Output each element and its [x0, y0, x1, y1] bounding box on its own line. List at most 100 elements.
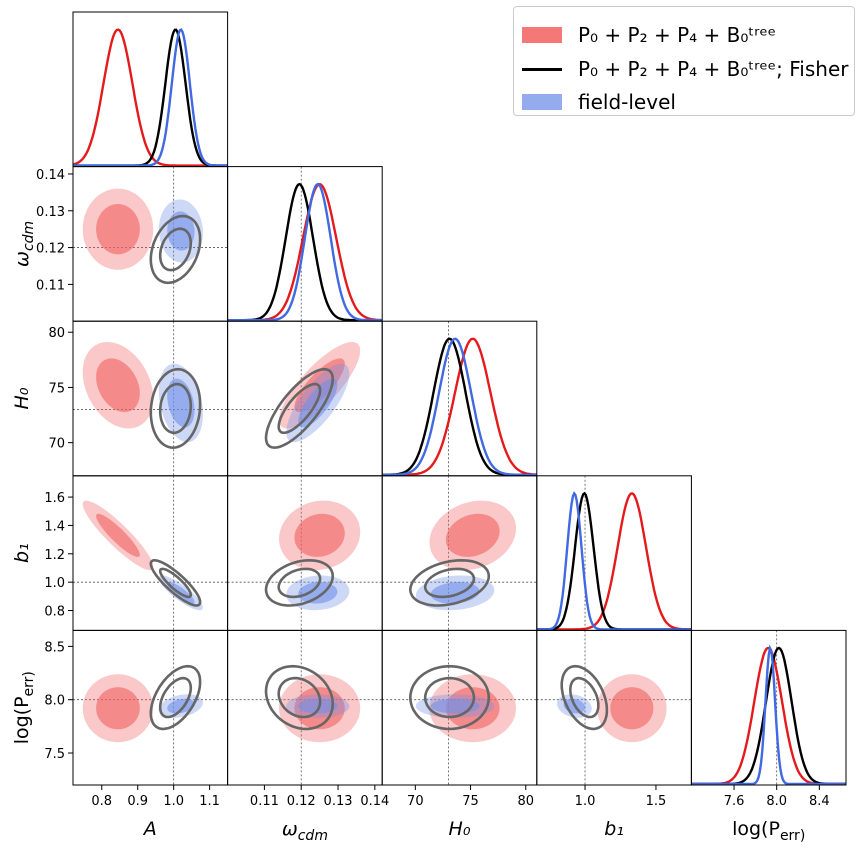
- fisher-contour-68: [158, 567, 193, 599]
- x-tick-label: 1.1: [199, 794, 220, 809]
- y-axis-label: log(Perr): [11, 671, 37, 744]
- blue-marginal: [536, 491, 692, 631]
- panel-frame: [72, 475, 229, 631]
- x-axis-label: b₁: [604, 818, 624, 840]
- red-contour-68: [96, 204, 140, 255]
- x-axis-label: ωcdm: [282, 818, 328, 844]
- red-contour-68: [96, 513, 140, 557]
- panel-3-2: [382, 475, 537, 631]
- y-tick-label: 80: [48, 326, 65, 341]
- y-tick-label: 1.6: [44, 491, 65, 506]
- black-marginal: [382, 337, 537, 476]
- fisher-contour-68: [568, 676, 600, 719]
- blue-marginal: [382, 337, 537, 476]
- panel-diag-1: [227, 166, 383, 322]
- fisher-contour-95: [264, 558, 335, 607]
- panel-4-2: [382, 630, 537, 785]
- panel-diag-2: [382, 321, 537, 476]
- fisher-contour-95: [408, 664, 491, 731]
- y-axis-label: b₁: [11, 543, 33, 563]
- fisher-contour-68: [277, 382, 322, 435]
- y-axis-label: H₀: [11, 387, 33, 409]
- x-tick-label: 0.8: [91, 794, 112, 809]
- fisher-contour-95: [264, 367, 335, 449]
- red-marginal: [536, 492, 692, 631]
- y-tick-label: 0.12: [36, 242, 65, 257]
- x-tick-label: 0.13: [324, 794, 353, 809]
- y-tick-label: 1.0: [44, 576, 65, 591]
- fisher-contour-95: [264, 664, 335, 731]
- panel-diag-0: [73, 28, 228, 167]
- fisher-contour-95: [560, 664, 609, 731]
- fisher-contour-68: [158, 382, 193, 435]
- fisher-contour-68: [158, 227, 193, 272]
- panel-4-1: [227, 630, 383, 785]
- x-tick-label: 8.0: [766, 794, 787, 809]
- x-tick-label: 7.6: [724, 794, 745, 809]
- red-contour-68: [610, 687, 654, 730]
- panel-frame: [690, 629, 847, 786]
- fisher-contour-68: [158, 676, 193, 719]
- legend-swatch-red: [522, 27, 562, 43]
- red-marginal: [382, 337, 537, 476]
- fisher-contour-95: [408, 558, 491, 607]
- x-axis-label: H₀: [449, 818, 471, 840]
- y-tick-label: 1.2: [44, 548, 65, 563]
- legend-item-red: P₀ + P₂ + P₄ + B₀ᵗʳᵉᵉ: [522, 20, 776, 50]
- legend-line-black: [522, 67, 562, 71]
- panel-4-3: [536, 630, 692, 785]
- y-tick-label: 1.4: [44, 519, 65, 534]
- x-tick-label: 0.14: [360, 794, 389, 809]
- panel-diag-3: [536, 475, 692, 631]
- x-tick-label: 75: [462, 794, 479, 809]
- legend: P₀ + P₂ + P₄ + B₀ᵗʳᵉᵉ P₀ + P₂ + P₄ + B₀ᵗ…: [513, 6, 855, 116]
- black-marginal: [73, 28, 228, 167]
- black-marginal: [227, 182, 383, 322]
- blue-marginal: [73, 28, 228, 167]
- panel-frame: [72, 11, 229, 168]
- legend-item-blue: field-level: [522, 87, 676, 117]
- red-marginal: [73, 28, 228, 167]
- x-axis-label: log(Perr): [732, 818, 805, 844]
- fisher-contour-95: [149, 558, 202, 607]
- legend-label-blue: field-level: [578, 90, 676, 114]
- fisher-contour-95: [149, 214, 202, 285]
- legend-label-fisher: P₀ + P₂ + P₄ + B₀ᵗʳᵉᵉ; Fisher: [578, 57, 849, 81]
- red-contour-68: [294, 513, 345, 557]
- x-tick-label: 80: [517, 794, 534, 809]
- x-tick-label: 0.11: [250, 794, 279, 809]
- panel-diag-4: [691, 630, 846, 786]
- fisher-contour-68: [277, 676, 322, 719]
- fisher-contour-95: [149, 367, 202, 450]
- x-tick-label: 1.0: [575, 794, 596, 809]
- panel-3-1: [227, 475, 383, 631]
- y-tick-label: 8.5: [44, 640, 65, 655]
- panel-2-1: [227, 321, 383, 476]
- x-tick-label: 70: [407, 794, 424, 809]
- y-tick-label: 0.14: [36, 168, 65, 183]
- x-tick-label: 1.0: [163, 794, 184, 809]
- red-contour-68: [96, 358, 140, 413]
- x-axis-label: A: [142, 818, 157, 840]
- y-tick-label: 8.0: [44, 694, 65, 709]
- panel-3-0: [73, 475, 228, 631]
- x-tick-label: 0.12: [287, 794, 316, 809]
- y-tick-label: 7.5: [44, 747, 65, 762]
- y-tick-label: 0.8: [44, 605, 65, 620]
- fisher-contour-68: [277, 567, 322, 599]
- legend-label-red: P₀ + P₂ + P₄ + B₀ᵗʳᵉᵉ: [578, 23, 777, 47]
- blue-contour-68: [167, 211, 195, 251]
- x-tick-label: 8.4: [809, 794, 830, 809]
- red-contour-68: [96, 687, 140, 730]
- blue-marginal: [227, 182, 383, 322]
- red-marginal: [227, 182, 383, 322]
- legend-swatch-blue: [522, 94, 562, 110]
- y-tick-label: 75: [48, 381, 65, 396]
- x-tick-label: 1.5: [646, 794, 667, 809]
- y-tick-label: 0.11: [36, 278, 65, 293]
- y-tick-label: 0.13: [36, 205, 65, 220]
- x-tick-label: 0.9: [127, 794, 148, 809]
- blue-marginal: [691, 644, 846, 786]
- panel-1-0: [73, 166, 228, 322]
